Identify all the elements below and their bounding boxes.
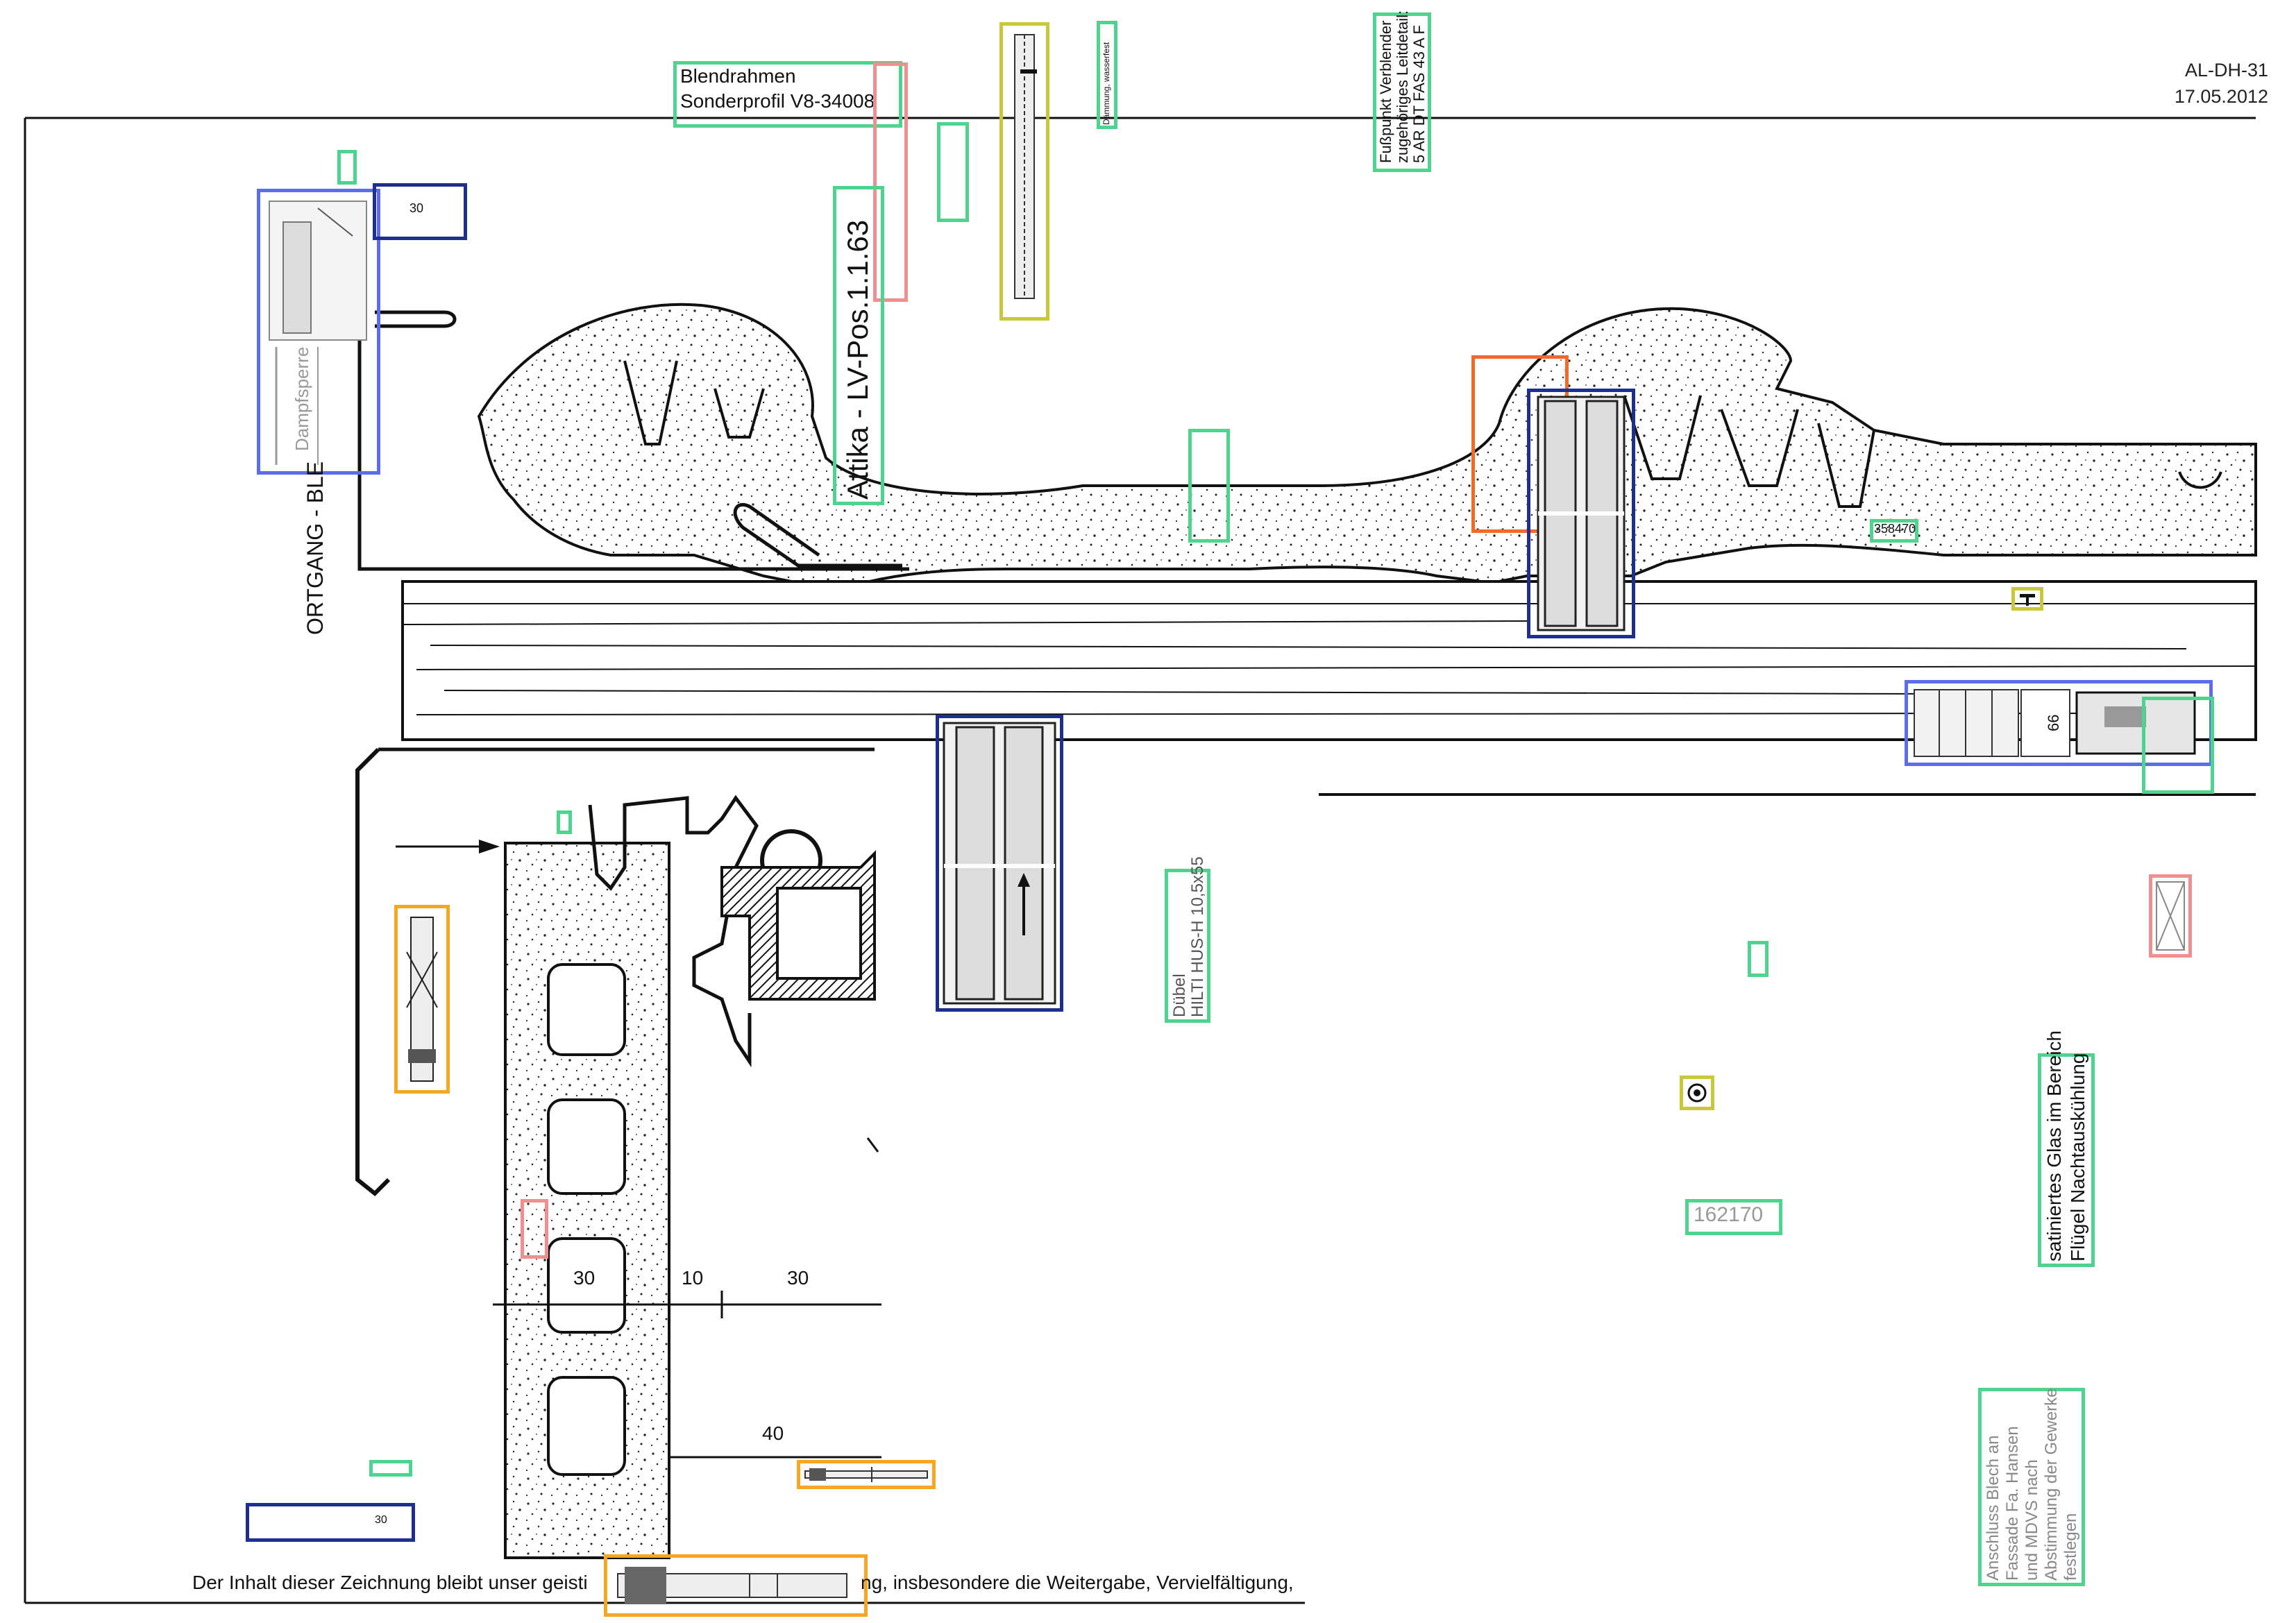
fusspunkt-annotation[interactable] — [1373, 12, 1431, 172]
anchor-detail-left[interactable] — [394, 905, 450, 1094]
target-marker-box[interactable] — [1680, 1076, 1714, 1110]
duebel-label-1: Dübel — [1170, 974, 1189, 1017]
anchor-left-icon — [406, 917, 438, 1082]
small-fastener-box[interactable] — [2011, 587, 2043, 611]
attika-label: Attika - LV-Pos.1.1.63 — [841, 219, 874, 500]
dim-30-right: 30 — [787, 1267, 809, 1289]
dim-40: 40 — [762, 1422, 784, 1444]
blendrahmen-label-2: Sonderprofil V8-34008 — [680, 90, 875, 112]
eaves-line — [357, 236, 909, 571]
fusspunkt-label-1: Fußpunkt Verblender — [1377, 20, 1394, 163]
flashing-hook — [733, 502, 902, 568]
small-profile-label: 30 — [410, 201, 424, 215]
fastener-icon — [2020, 594, 2035, 606]
insulation-anchor-box[interactable] — [999, 22, 1049, 321]
small-profile-box-top[interactable] — [373, 183, 467, 240]
anschluss-label-1: Anschluss Blech an — [1984, 1435, 2002, 1581]
drawing-date: 17.05.2012 — [2174, 86, 2268, 107]
fusspunkt-label-3: 5 AR DT FAS 43 A F — [1410, 25, 1428, 163]
small-label-bottom[interactable] — [369, 1460, 412, 1477]
dampfsperre-icon — [269, 201, 367, 465]
roof-notch — [2178, 471, 2222, 489]
daemmung-annotation[interactable] — [1097, 21, 1117, 129]
glazing-unit-lower[interactable] — [936, 715, 1063, 1012]
target-icon — [1687, 1083, 1707, 1103]
small-profile-label-bottom: 30 — [375, 1514, 387, 1526]
small-profile-box-bottom[interactable] — [246, 1503, 415, 1542]
glazing-icon-upper — [1537, 396, 1626, 631]
bolt-detail-right[interactable] — [797, 1460, 936, 1489]
code-162170-box[interactable] — [1685, 1199, 1782, 1235]
anschluss-label-3: und MDVS nach — [2023, 1459, 2041, 1581]
satiniert-label-2: Flügel Nachtauskühlung — [2067, 1053, 2088, 1261]
bolt-right-icon — [804, 1467, 928, 1482]
roof-wave-right — [1623, 395, 1875, 508]
ortgang-label: ORTGANG - BLE — [303, 461, 328, 635]
dim-30-left: 30 — [573, 1267, 596, 1289]
satiniert-annotation[interactable] — [2038, 1053, 2095, 1267]
anschluss-label-4: Abstimmung der Gewerke — [2042, 1388, 2061, 1581]
drawing-id: AL-DH-31 — [2184, 60, 2268, 80]
profile-note-box[interactable] — [2142, 697, 2214, 794]
roof-wave-left — [623, 360, 765, 445]
footer-text-right: ng, insbesondere die Weitergabe, Verviel… — [861, 1572, 1294, 1593]
cross-icon — [2156, 881, 2185, 951]
blendrahmen-label-1: Blendrahmen — [680, 65, 796, 87]
code-358470-label: 358470 — [1874, 522, 1916, 536]
wall-left-line — [355, 747, 391, 1197]
duebel-label-2: HILTI HUS-H 10,5x55 — [1188, 856, 1207, 1017]
small-note-box[interactable] — [337, 150, 357, 185]
frame-profile-icon — [1914, 689, 2196, 757]
blendrahmen-pointer-box[interactable] — [873, 62, 908, 302]
daemmung-label: Dämmung, wasserfest — [1101, 42, 1111, 125]
dampfsperre-label: Dampfsperre — [292, 346, 312, 451]
window-frame-profile — [588, 794, 759, 1068]
tiny-note-box[interactable] — [557, 810, 572, 834]
anschluss-label-5: festlegen — [2061, 1513, 2080, 1581]
code-358470-box[interactable] — [1870, 519, 1918, 543]
duebel-annotation[interactable] — [1165, 869, 1210, 1023]
code-162170-label: 162170 — [1694, 1203, 1764, 1226]
blendrahmen-annotation[interactable] — [673, 61, 902, 128]
small-code-box[interactable] — [1748, 941, 1769, 977]
dim-10: 10 — [682, 1267, 704, 1289]
glazing-icon-lower — [943, 722, 1056, 1005]
title-block: AL-DH-31 17.05.2012 — [2175, 57, 2268, 110]
roof-insulation-left — [477, 303, 2257, 592]
pink-marker-wall[interactable] — [521, 1199, 548, 1259]
anchor-icon — [1014, 34, 1037, 299]
footer-text-left: Der Inhalt dieser Zeichnung bleibt unser… — [192, 1572, 588, 1593]
pink-x-marker[interactable] — [2149, 874, 2192, 958]
bolt-bottom-icon — [617, 1567, 847, 1604]
glazing-unit-upper[interactable] — [1527, 389, 1635, 638]
anschluss-label-2: Fassade Fa. Hansen — [2003, 1426, 2022, 1581]
eaves-return — [375, 310, 457, 328]
anschluss-annotation[interactable] — [1978, 1388, 2085, 1586]
attika-annotation[interactable] — [833, 186, 884, 505]
bolt-detail-bottom[interactable] — [604, 1554, 868, 1617]
dim-66-label: 66 — [2045, 714, 2062, 731]
small-tag-box[interactable] — [937, 122, 969, 222]
satiniert-label-1: satiniertes Glas im Bereich — [2043, 1030, 2065, 1261]
fusspunkt-label-2: zugehöriges Leitdetail: — [1394, 10, 1411, 163]
mid-note-box[interactable] — [1188, 429, 1230, 543]
dampfsperre-detail[interactable] — [257, 189, 380, 475]
